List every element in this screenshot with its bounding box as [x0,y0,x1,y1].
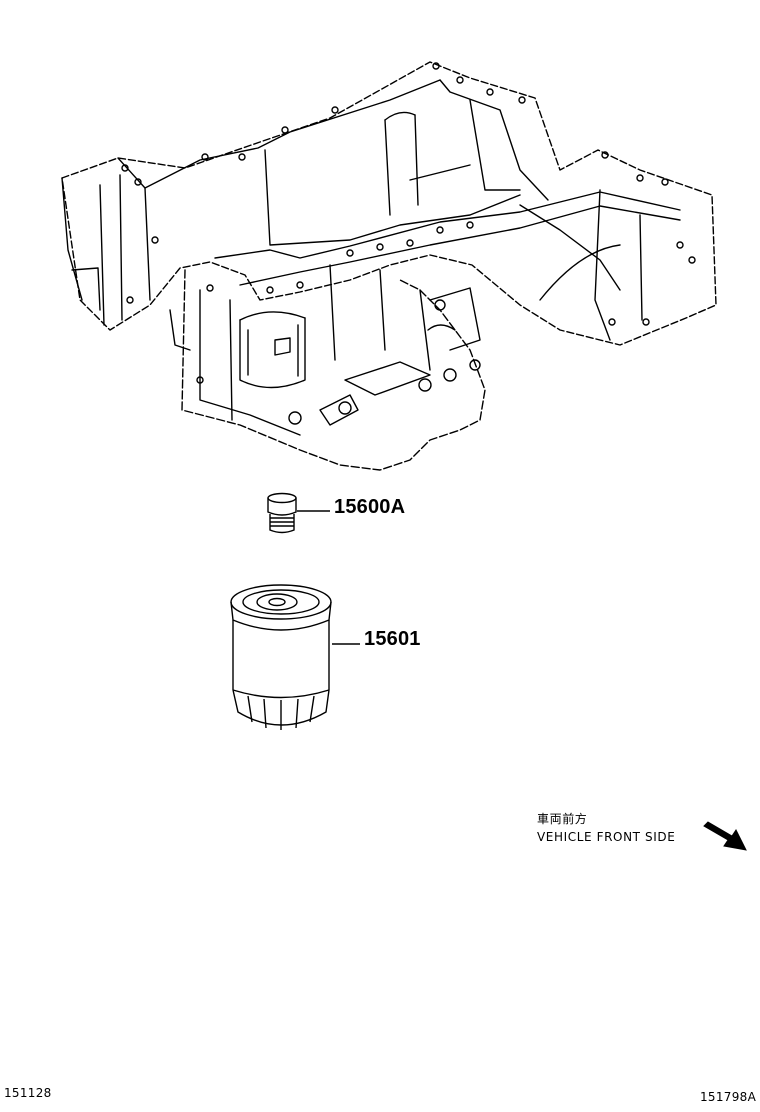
direction-note: 車両前方 VEHICLE FRONT SIDE [537,810,675,846]
footer-right-code: 151798A [700,1090,757,1104]
direction-note-japanese: 車両前方 [537,812,588,826]
drain-plug-icon [267,492,330,534]
oil-filter-icon [230,584,360,730]
footer-left-code: 151128 [4,1086,52,1100]
part-number-drain-plug: 15600A [334,496,406,518]
arrow-down-right-icon [703,821,747,851]
part-number-oil-filter: 15601 [364,628,421,650]
direction-note-english: VEHICLE FRONT SIDE [537,830,676,844]
